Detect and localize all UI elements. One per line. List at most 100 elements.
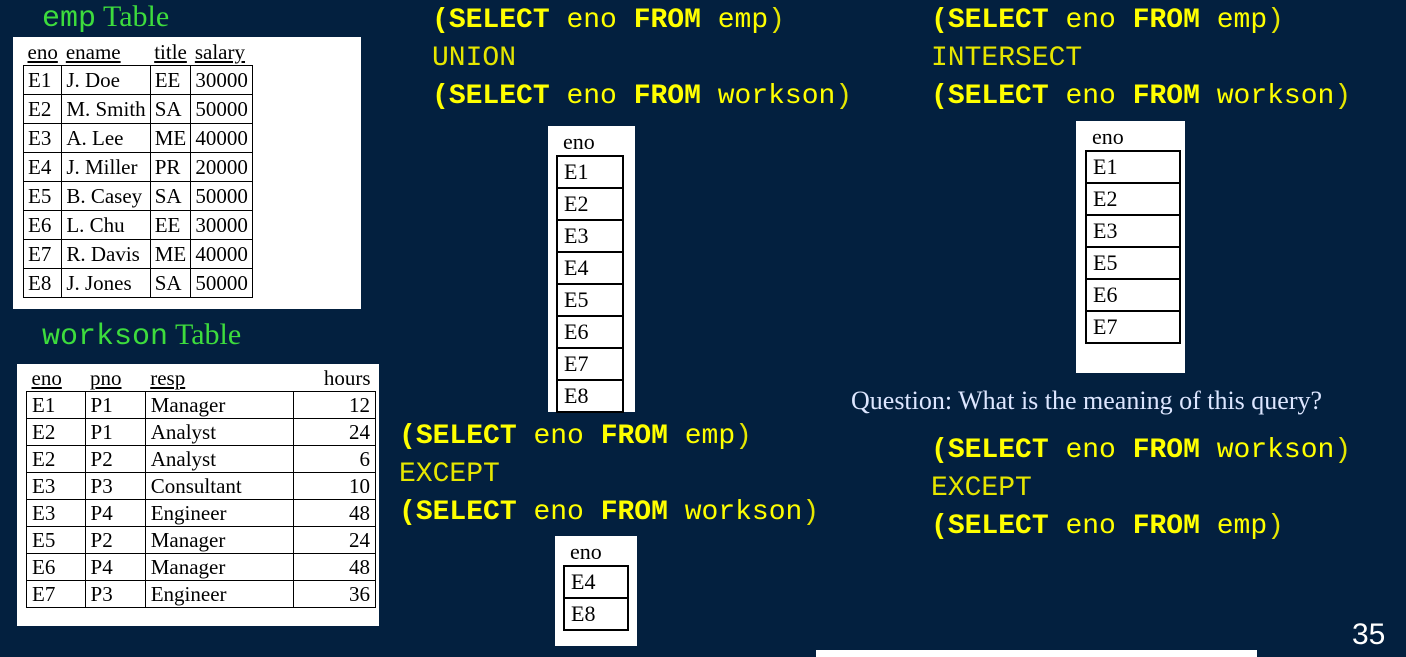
union-result-cell: E2 [556,187,624,221]
workson-table-cell: E5 [26,526,86,554]
union-result-row: E1 [556,155,624,189]
emp-table-cell: J. Doe [61,65,151,95]
page-number: 35 [1352,618,1386,651]
emp-table-cell: 20000 [190,152,253,182]
answer-box [816,650,1257,657]
union-result-row: E5 [556,283,624,317]
question-text: Question: What is the meaning of this qu… [851,386,1323,415]
workson-table-cell: Analyst [144,418,294,446]
emp-table-cell: E5 [22,181,63,211]
emp-table-cell: E2 [22,94,63,124]
emp-table-cell: 50000 [190,268,253,298]
except-result-row: E8 [563,597,629,631]
emp-table-cell: A. Lee [61,123,151,153]
except-result-header: eno [570,539,602,564]
workson-table-cell: P4 [84,499,146,527]
workson-table-cell: 6 [292,445,377,473]
union-result-row: E8 [556,379,624,413]
except-result-cell: E8 [563,597,629,631]
workson-table-cell: P2 [84,526,146,554]
intersect-operator: INTERSECT [931,43,1083,74]
workson-table-cell: Consultant [144,472,294,500]
emp-table-cell: 30000 [190,65,253,95]
emp-table-cell: EE [149,210,192,240]
question-operator: EXCEPT [931,473,1032,504]
emp-table-cell: E4 [22,152,63,182]
emp-table-cell: ME [149,123,192,153]
workson-column-header: hours [323,366,371,390]
emp-table-cell: J. Jones [61,268,151,298]
workson-table-cell: 10 [292,472,377,500]
union-result-row: E3 [556,219,624,253]
workson-table-cell: 12 [292,391,377,419]
intersect-result-cell: E3 [1085,214,1181,248]
workson-table-cell: P3 [84,580,146,608]
emp-title-word: Table [102,0,170,33]
workson-table-cell: 48 [292,499,377,527]
emp-table-cell: E8 [22,268,63,298]
union-result-cell: E3 [556,219,624,253]
except-operator: EXCEPT [399,459,500,490]
intersect-result-cell: E1 [1085,150,1181,184]
intersect-result-row: E6 [1085,278,1181,312]
emp-table-cell: 30000 [190,210,253,240]
except-result-row: E4 [563,565,629,599]
question-query: (SELECT eno FROM workson) EXCEPT (SELECT… [931,435,1352,542]
workson-table-cell: E2 [26,418,86,446]
emp-column-header: title [154,39,187,64]
workson-column-header: eno [31,366,62,390]
union-result-cell: E7 [556,347,624,381]
intersect-query: (SELECT eno FROM emp) INTERSECT (SELECT … [931,5,1352,112]
union-result-row: E7 [556,347,624,381]
intersect-result-cell: E6 [1085,278,1181,312]
workson-column-header: resp [150,366,186,390]
emp-table-cell: J. Miller [61,152,151,182]
workson-table-cell: Analyst [144,445,294,473]
emp-column-header: eno [27,39,58,64]
emp-table-cell: SA [149,94,192,124]
intersect-result-header: eno [1092,124,1124,149]
emp-table-cell: R. Davis [61,239,151,269]
workson-table-cell: E3 [26,499,86,527]
workson-table-cell: 36 [292,580,377,608]
emp-table-cell: E6 [22,210,63,240]
emp-title-mono: emp [42,2,97,36]
emp-table-title: emp Table [42,0,169,36]
intersect-result-cell: E7 [1085,310,1181,344]
intersect-result-row: E5 [1085,246,1181,280]
workson-table-cell: E6 [26,553,86,581]
emp-table-cell: SA [149,181,192,211]
workson-table-cell: Engineer [144,580,294,608]
workson-table-cell: P2 [84,445,146,473]
intersect-result-row: E3 [1085,214,1181,248]
union-result-row: E2 [556,187,624,221]
union-result-cell: E8 [556,379,624,413]
workson-table-cell: 24 [292,526,377,554]
workson-table-cell: E3 [26,472,86,500]
workson-table-cell: P3 [84,472,146,500]
workson-table-cell: E2 [26,445,86,473]
union-result-cell: E6 [556,315,624,349]
workson-table-cell: E1 [26,391,86,419]
union-operator: UNION [432,43,517,74]
emp-table-cell: EE [149,65,192,95]
workson-title-word: Table [175,318,242,351]
union-result-row: E4 [556,251,624,285]
emp-table-cell: E3 [22,123,63,153]
workson-table-cell: 24 [292,418,377,446]
union-result-cell: E5 [556,283,624,317]
